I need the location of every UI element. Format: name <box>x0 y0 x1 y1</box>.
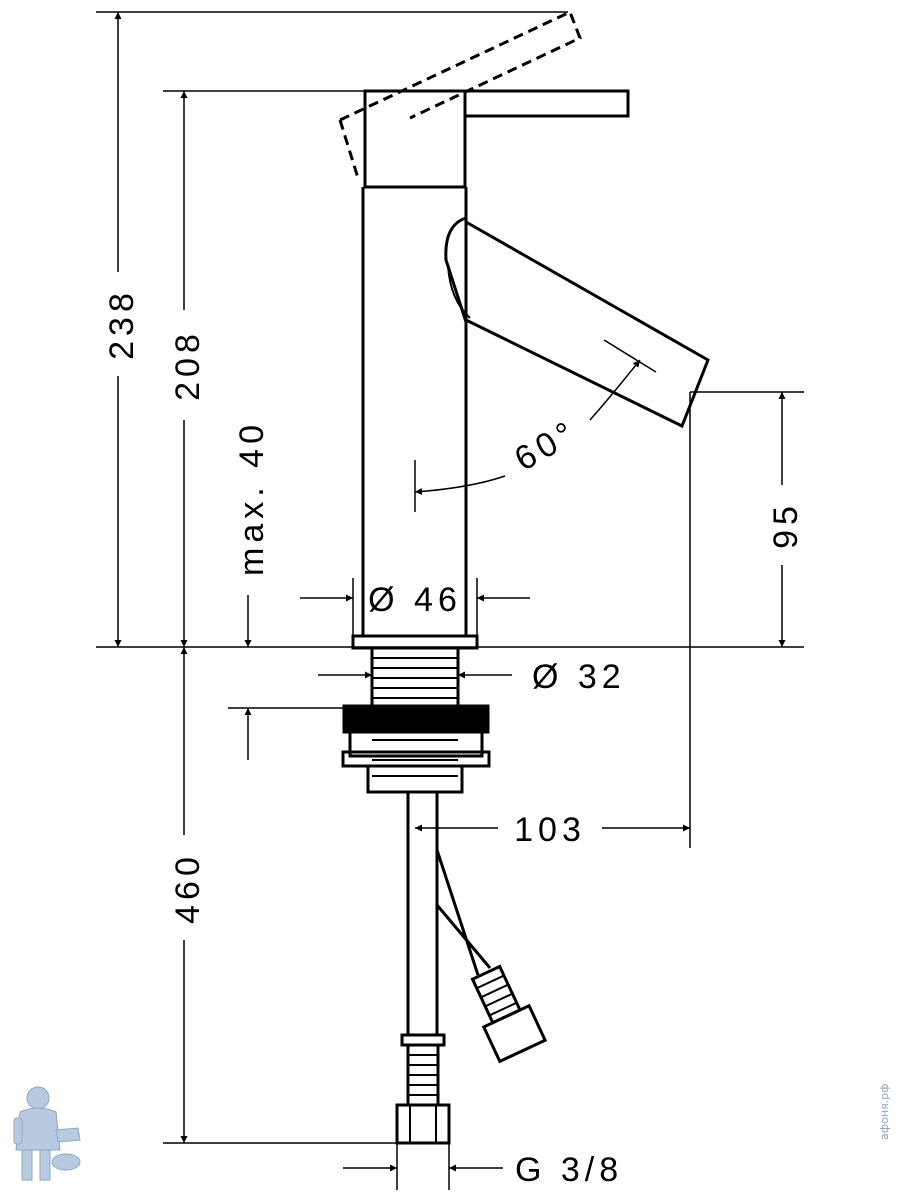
dim-max-thickness: max. 40 <box>233 420 271 576</box>
lever-open-position <box>338 9 582 179</box>
dim-total-height: 238 <box>103 288 141 360</box>
spout-inner <box>447 264 471 319</box>
spout <box>444 216 710 429</box>
dim-connection: G 3/8 <box>515 1151 623 1189</box>
base-ring <box>351 634 479 650</box>
dim-outlet-height: 95 <box>767 501 805 549</box>
extension-lines <box>96 11 804 1190</box>
hose-straight <box>406 792 439 1035</box>
hose-angled <box>435 849 492 976</box>
hose-nut-straight <box>395 1103 451 1145</box>
dim-hose-length: 460 <box>169 852 207 924</box>
plumber-mascot-logo <box>13 1086 81 1181</box>
dimension-lines <box>114 12 786 1172</box>
watermark-side-text: афоня.рф <box>878 1083 891 1140</box>
dim-projection: 103 <box>514 811 586 849</box>
fixing-nut <box>342 704 490 734</box>
supply-hoses <box>395 792 548 1145</box>
lever-handle <box>465 89 630 118</box>
handle-cap <box>363 89 467 189</box>
hose-nut-angled <box>481 1003 548 1064</box>
faucet-body <box>338 9 710 650</box>
dim-shank-diameter: Ø 32 <box>532 658 626 696</box>
dim-swivel-angle: 60° <box>508 412 585 478</box>
dim-spout-height: 208 <box>169 329 207 401</box>
body-column <box>361 187 468 636</box>
dim-body-diameter: Ø 46 <box>368 581 462 619</box>
mounting-shank <box>341 646 491 794</box>
